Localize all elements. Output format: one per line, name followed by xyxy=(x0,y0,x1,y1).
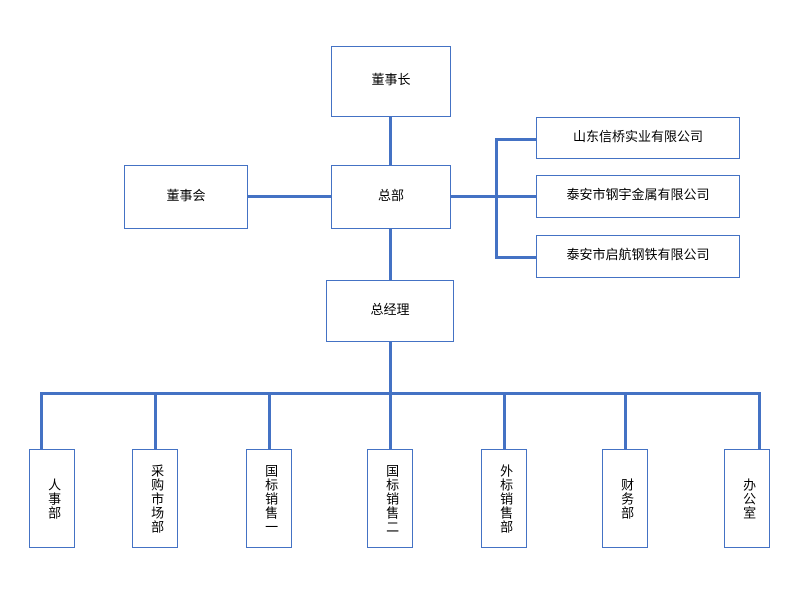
node-subsidiary-2-label: 泰安市钢宇金属有限公司 xyxy=(566,188,710,204)
connector-subsidiary-2 xyxy=(495,195,537,198)
node-subsidiary-3-label: 泰安市启航钢铁有限公司 xyxy=(566,248,710,264)
connector-chairman-headquarters xyxy=(389,117,392,165)
connector-subsidiary-1 xyxy=(495,138,537,141)
connector-department-4 xyxy=(389,392,392,449)
node-department-7-label: 办公室 xyxy=(740,477,756,520)
connector-general-manager-stem xyxy=(389,342,392,394)
node-department-1[interactable]: 人事部 xyxy=(29,449,75,548)
connector-subsidiaries-bus xyxy=(495,138,498,259)
node-department-2[interactable]: 采购市场部 xyxy=(132,449,178,548)
node-subsidiary-2[interactable]: 泰安市钢宇金属有限公司 xyxy=(536,175,740,218)
node-department-2-label: 采购市场部 xyxy=(148,463,164,534)
node-chairman-label: 董事长 xyxy=(371,73,411,89)
node-general-manager-label: 总经理 xyxy=(370,302,410,318)
node-department-6-label: 财务部 xyxy=(618,477,634,520)
node-department-3[interactable]: 国标销售一 xyxy=(246,449,292,548)
node-subsidiary-1-label: 山东信桥实业有限公司 xyxy=(572,129,703,145)
connector-department-6 xyxy=(624,392,627,449)
node-department-6[interactable]: 财务部 xyxy=(602,449,648,548)
connector-headquarters-general-manager xyxy=(389,228,392,280)
node-department-4[interactable]: 国标销售二 xyxy=(367,449,413,548)
connector-departments-bus xyxy=(40,392,761,395)
node-department-3-label: 国标销售一 xyxy=(262,463,278,534)
node-department-7[interactable]: 办公室 xyxy=(724,449,770,548)
node-headquarters[interactable]: 总部 xyxy=(331,165,451,229)
node-department-5-label: 外标销售部 xyxy=(497,463,513,534)
connector-board-headquarters xyxy=(248,195,331,198)
node-board-label: 董事会 xyxy=(166,188,206,204)
node-department-5[interactable]: 外标销售部 xyxy=(481,449,527,548)
node-subsidiary-3[interactable]: 泰安市启航钢铁有限公司 xyxy=(536,235,740,278)
connector-department-1 xyxy=(40,392,43,449)
connector-department-2 xyxy=(154,392,157,449)
connector-headquarters-subsidiaries-stem xyxy=(450,195,498,198)
node-general-manager[interactable]: 总经理 xyxy=(326,280,454,342)
connector-subsidiary-3 xyxy=(495,256,537,259)
node-board[interactable]: 董事会 xyxy=(124,165,248,229)
node-chairman[interactable]: 董事长 xyxy=(331,46,451,117)
node-subsidiary-1[interactable]: 山东信桥实业有限公司 xyxy=(536,117,740,159)
connector-department-7 xyxy=(758,392,761,449)
node-department-4-label: 国标销售二 xyxy=(383,463,399,534)
node-department-1-label: 人事部 xyxy=(45,477,61,520)
connector-department-3 xyxy=(268,392,271,449)
connector-department-5 xyxy=(503,392,506,449)
node-headquarters-label: 总部 xyxy=(377,188,404,204)
